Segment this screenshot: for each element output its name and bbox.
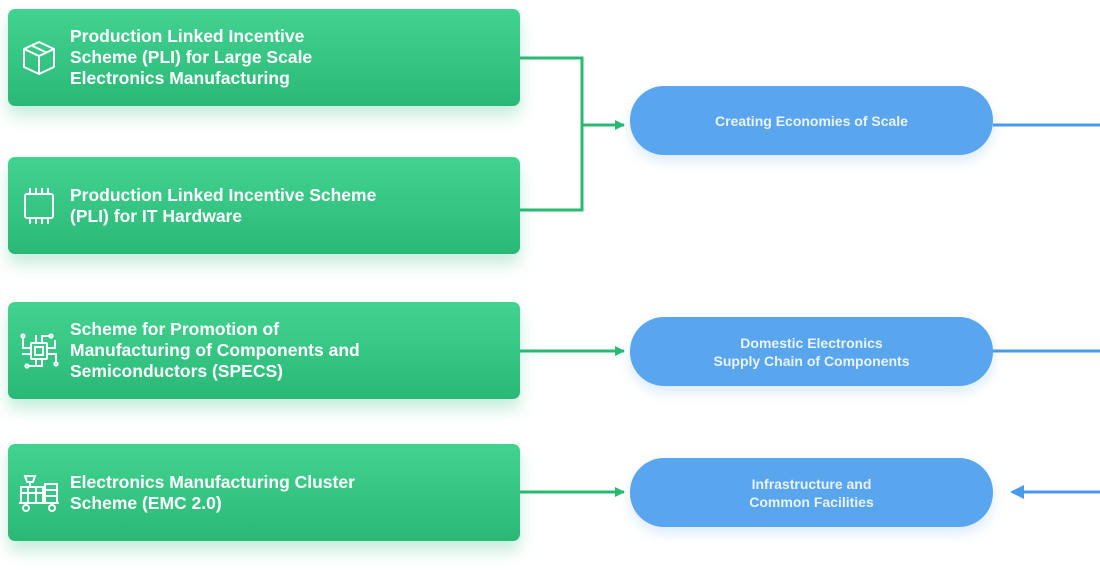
circuit-board-icon xyxy=(8,323,70,379)
package-box-icon xyxy=(8,30,70,86)
blue-arrowhead xyxy=(1010,485,1024,499)
scheme-specs: Scheme for Promotion of Manufacturing of… xyxy=(8,302,520,399)
outcome-economies-of-scale: Creating Economies of Scale xyxy=(630,86,993,155)
outcome-label-line: Infrastructure and xyxy=(751,475,872,492)
scheme-title-line: Production Linked Incentive xyxy=(70,26,305,46)
scheme-pli-large-scale: Production Linked Incentive Scheme (PLI)… xyxy=(8,9,520,106)
scheme-title-line: Manufacturing of Components and xyxy=(70,340,360,360)
scheme-title-line: (PLI) for IT Hardware xyxy=(70,205,243,226)
chip-icon xyxy=(8,178,70,234)
outcome-label-line: Domestic Electronics xyxy=(740,334,883,351)
scheme-title-line: Electronics Manufacturing Cluster xyxy=(70,471,355,492)
outcome-label-line: Supply Chain of Components xyxy=(713,352,910,369)
outcome-supply-chain: Domestic Electronics Supply Chain of Com… xyxy=(630,317,993,386)
scheme-title-line: Scheme for Promotion of xyxy=(70,319,280,339)
scheme-title-line: Production Linked Incentive Scheme xyxy=(70,184,377,205)
scheme-title-line: Scheme (EMC 2.0) xyxy=(70,492,222,513)
outcome-label-line: Common Facilities xyxy=(749,493,874,510)
outcome-label-line: Creating Economies of Scale xyxy=(715,112,908,129)
scheme-title-line: Scheme (PLI) for Large Scale xyxy=(70,47,313,67)
scheme-title-line: Electronics Manufacturing xyxy=(70,68,290,88)
outcome-infrastructure: Infrastructure and Common Facilities xyxy=(630,458,993,527)
factory-icon xyxy=(8,465,70,521)
scheme-pli-it-hardware: Production Linked Incentive Scheme (PLI)… xyxy=(8,157,520,254)
merge-connector xyxy=(520,56,584,212)
scheme-title-line: Semiconductors (SPECS) xyxy=(70,361,283,381)
scheme-emc: Electronics Manufacturing Cluster Scheme… xyxy=(8,444,520,541)
